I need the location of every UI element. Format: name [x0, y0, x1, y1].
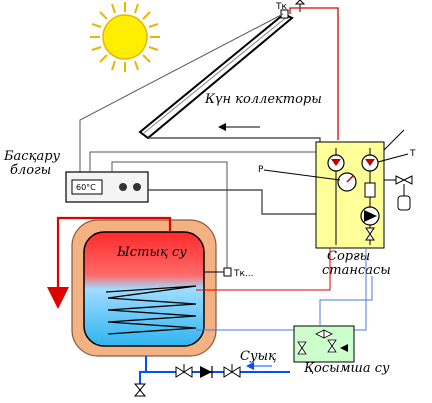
- cold-water-inlet-pipe: [139, 371, 290, 396]
- hot-water-label: Ыстық су: [116, 245, 187, 260]
- sun-icon: [90, 2, 160, 72]
- flow-meter-icon: [364, 182, 376, 198]
- aux-supply-pipe: [319, 276, 373, 326]
- temperature-label: T: [409, 149, 416, 159]
- gauge-right-icon: [361, 154, 379, 172]
- pressure-pointer: [263, 169, 341, 181]
- vent-icon: [294, 0, 306, 12]
- check-valve-icon: [200, 366, 213, 378]
- cold-pipe-coil: [196, 248, 367, 331]
- heat-exchanger-coil: [105, 285, 197, 335]
- control-wire-pump: [89, 151, 322, 172]
- pump-station-label-2: стансасы: [322, 263, 391, 278]
- collector-label: Күн коллекторы: [204, 92, 322, 107]
- control-wire-station: [148, 189, 355, 219]
- display-temperature: 60°C: [76, 183, 96, 192]
- solar-collector: [138, 12, 294, 140]
- control-unit-label-1: Басқару: [3, 149, 61, 164]
- cold-water-label: Суық: [240, 349, 276, 364]
- temperature-pointer: [377, 153, 409, 163]
- sensor-top-label: Tк: [275, 2, 287, 12]
- hot-pipe-coil: [196, 248, 331, 291]
- drain-valve-icon: [133, 383, 147, 397]
- collector-sensor-icon: [280, 9, 289, 19]
- pump-icon: [360, 206, 380, 226]
- additional-water-unit: [293, 325, 355, 363]
- control-unit: [65, 171, 149, 203]
- additional-water-label: Қосымша су: [304, 361, 390, 376]
- gauge-left-icon: [327, 154, 345, 172]
- hot-water-tank: [71, 219, 217, 357]
- expansion-vessel-icon: [397, 184, 411, 211]
- safety-valve-icon: [384, 175, 413, 185]
- valve-bottom-icon: [365, 227, 375, 241]
- tank-sensor-icon: [204, 267, 232, 277]
- inlet-valve-2-icon: [223, 364, 241, 378]
- control-unit-label-2: блогы: [10, 163, 51, 178]
- hot-pipe-collector: [289, 7, 339, 140]
- hot-water-outlet: [47, 216, 172, 309]
- sensor-wire-top: [79, 13, 284, 172]
- control-wire-tank-sensor: [111, 161, 228, 270]
- inlet-valve-1-icon: [175, 364, 193, 378]
- station-outlet: [383, 129, 405, 151]
- pressure-gauge-icon: [337, 172, 357, 192]
- pump-station-label-1: Сорғы: [327, 249, 370, 264]
- return-pipe-collector: [148, 137, 321, 148]
- pressure-label: P: [258, 165, 264, 175]
- tank-sensor-label: Tк...: [233, 269, 254, 279]
